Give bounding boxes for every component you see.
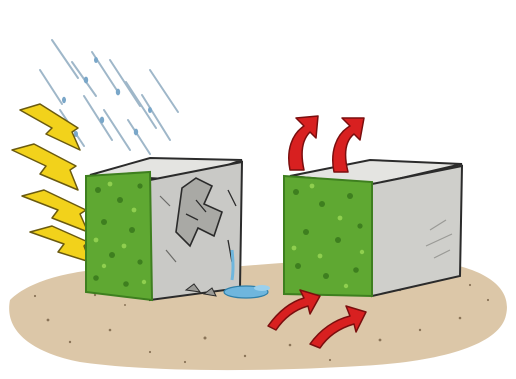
left-hedge [86,172,152,300]
right-block-front [372,166,462,296]
top-arrow-left [289,116,318,170]
lightning-arrows [12,104,90,262]
right-hedge [284,176,372,296]
rain-drops [62,57,152,137]
